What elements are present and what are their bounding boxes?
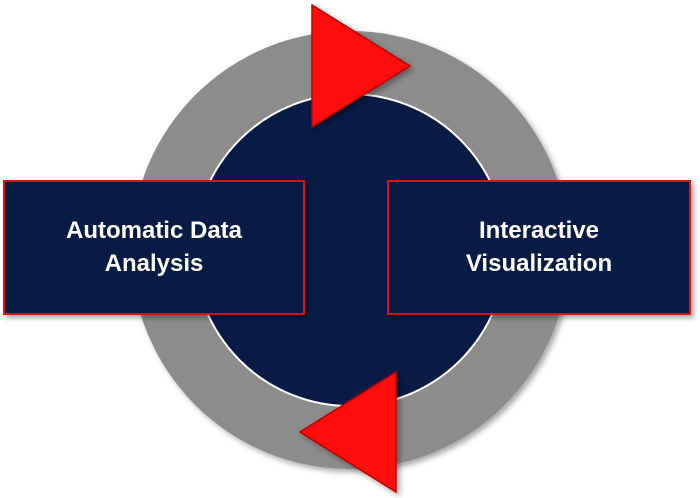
box-label-line-2: Analysis (104, 249, 204, 277)
box-label-line-2: Visualization (465, 249, 613, 277)
box-label: Interactive Visualization (466, 215, 612, 280)
automatic-data-analysis-box: Automatic Data Analysis (3, 180, 305, 315)
bottom-arrow-icon (298, 370, 397, 494)
box-label: Automatic Data Analysis (66, 215, 242, 280)
box-label-line-1: Interactive (478, 217, 600, 245)
interactive-visualization-box: Interactive Visualization (387, 180, 691, 315)
top-arrow-icon (311, 3, 412, 129)
box-label-line-1: Automatic Data (65, 217, 243, 245)
